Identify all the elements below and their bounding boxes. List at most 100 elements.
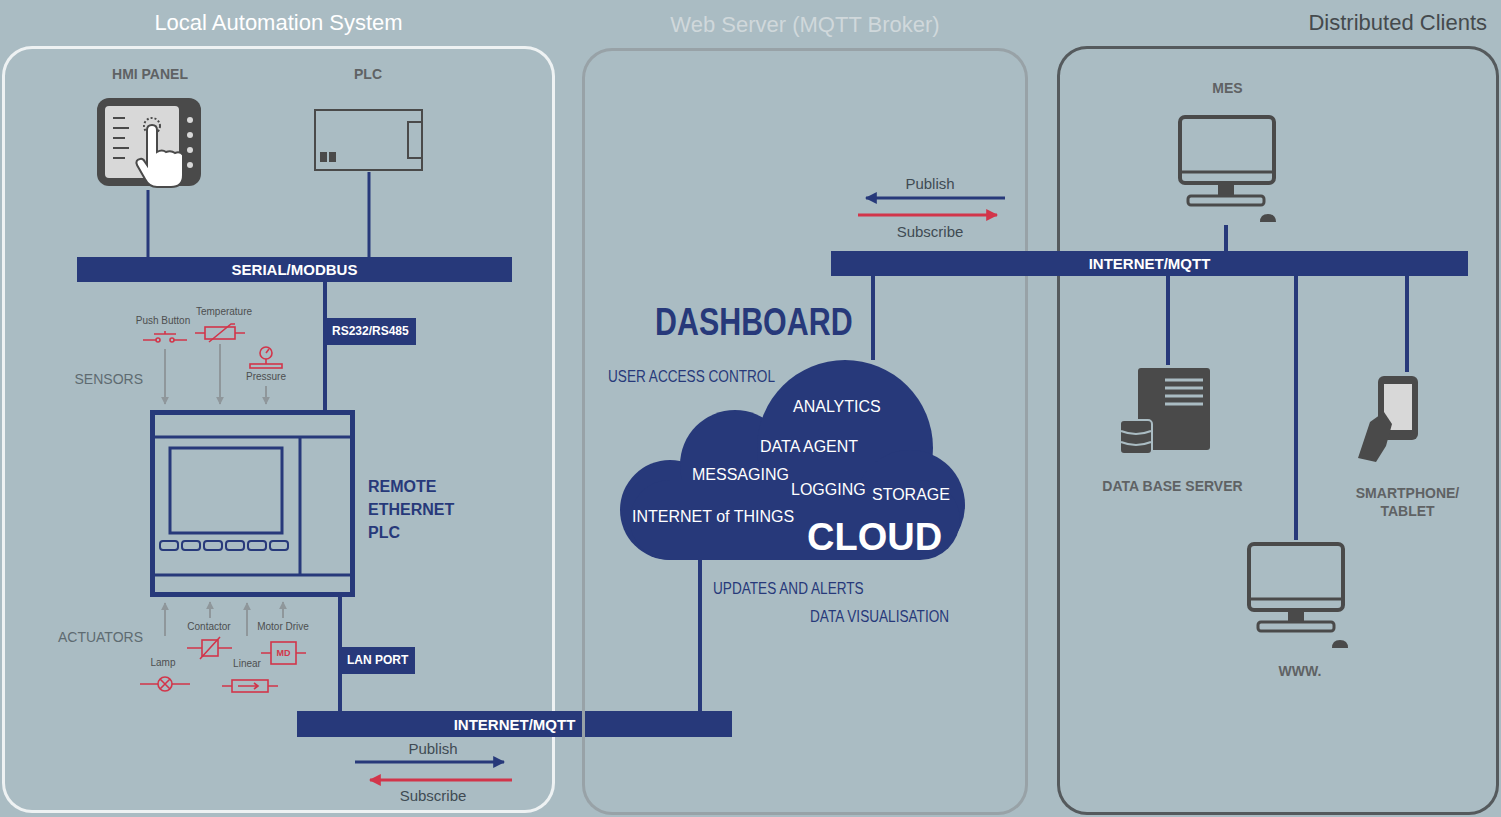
annotation-label: Publish xyxy=(905,175,954,192)
signal-arrows xyxy=(164,349,166,404)
node-label: STORAGE xyxy=(872,486,950,504)
www-computer-icon xyxy=(1258,622,1334,631)
www-computer-icon xyxy=(1288,612,1304,621)
www-computer-icon xyxy=(1249,544,1343,610)
subscribe-arrow xyxy=(370,780,512,781)
symbol-label: Pressure xyxy=(246,371,286,383)
device-icon: SMARTPHONE/ TABLET xyxy=(1340,372,1475,520)
signal-arrows xyxy=(209,602,211,618)
bus-connector xyxy=(368,172,371,257)
mes-computer-icon xyxy=(1180,117,1276,222)
node-label: REMOTE ETHERNET PLC xyxy=(368,475,458,544)
actuator-symbols xyxy=(140,637,306,692)
database-server-icon xyxy=(1120,368,1210,454)
subscribe-arrow xyxy=(370,779,512,782)
sensor-symbols xyxy=(195,324,245,342)
node-label: INTERNET/MQTT xyxy=(1089,255,1211,272)
bus-connector xyxy=(1166,276,1170,365)
remote-plc-detail xyxy=(155,437,350,575)
cloud-outline xyxy=(630,480,960,560)
node-label: DATA BASE SERVER xyxy=(1090,478,1255,496)
cloud-shape: ANALYTICSDATA AGENTMESSAGINGLOGGINGSTORA… xyxy=(610,360,975,560)
node-label: INTERNET of THINGS xyxy=(632,508,794,526)
device-icon: MES xyxy=(1170,80,1285,225)
sensor-symbols xyxy=(250,364,282,368)
node-label: Distributed Clients xyxy=(1057,10,1499,36)
bus-connector xyxy=(1294,276,1298,540)
symbol-label: Push Button xyxy=(136,315,190,327)
sensor-symbols xyxy=(143,324,282,368)
signal-arrows xyxy=(246,603,248,636)
annotation-label: Publish xyxy=(408,740,457,757)
annotation-label: DATA VISUALISATION xyxy=(810,608,949,626)
node-label: LOGGING xyxy=(791,481,866,499)
hmi-panel-icon xyxy=(113,118,129,158)
remote-plc-detail xyxy=(270,541,288,550)
device-icon: WWW. xyxy=(1235,540,1365,680)
connection-tag: LAN PORT xyxy=(340,647,415,674)
bus-connector xyxy=(871,276,875,360)
publish-arrow xyxy=(866,197,1005,200)
hmi-panel-icon xyxy=(97,98,201,186)
symbol-label: Temperature xyxy=(196,306,252,318)
bus-connector xyxy=(1224,225,1228,251)
actuator-symbols xyxy=(271,642,296,664)
publish-arrow xyxy=(355,761,504,764)
signal-arrows xyxy=(165,344,283,636)
node-label: PLC xyxy=(313,66,423,84)
node-label: ANALYTICS xyxy=(793,398,881,416)
remote-plc-box: REMOTE ETHERNET PLC xyxy=(150,410,355,597)
plc-icon xyxy=(329,152,336,162)
subscribe-arrow xyxy=(858,214,997,217)
bus-connector xyxy=(147,190,150,257)
node-label: DATA AGENT xyxy=(760,438,858,456)
mes-computer-icon xyxy=(1218,185,1234,195)
annotation-label: Subscribe xyxy=(897,223,964,240)
bus-connector xyxy=(1405,276,1409,372)
node-label: SMARTPHONE/ TABLET xyxy=(1340,485,1475,520)
mes-computer-icon xyxy=(1182,171,1272,174)
network-bus: SERIAL/MODBUS xyxy=(77,257,512,282)
bus-connector xyxy=(698,560,702,711)
remote-plc-detail xyxy=(160,541,178,550)
node-label: MES xyxy=(1170,80,1285,98)
node-label: INTERNET/MQTT xyxy=(454,716,576,733)
annotation-label: DASHBOARD xyxy=(655,303,853,341)
remote-plc-detail xyxy=(170,448,282,533)
remote-plc-detail xyxy=(155,437,350,575)
plc-icon xyxy=(315,110,422,170)
node-label: WWW. xyxy=(1235,663,1365,681)
node-label: Local Automation System xyxy=(2,10,555,36)
annotation-label: UPDATES AND ALERTS xyxy=(713,580,864,598)
subscribe-arrow xyxy=(858,215,997,216)
hmi-panel-icon xyxy=(187,147,193,153)
system-panel: HMI PANEL PLC SERIAL/MODBUS REMOTE ETHERNET… xyxy=(2,46,555,813)
database-server-icon xyxy=(1120,420,1152,454)
signal-arrows xyxy=(265,386,267,404)
device-icon: PLC xyxy=(313,66,423,172)
hmi-panel-icon xyxy=(136,125,183,187)
annotation-label: USER ACCESS CONTROL xyxy=(608,368,775,386)
database-server-icon xyxy=(1121,431,1151,445)
symbol-label: Lamp xyxy=(150,657,175,669)
system-panel: ANALYTICSDATA AGENTMESSAGINGLOGGINGSTORA… xyxy=(582,48,1028,815)
node-label: SERIAL/MODBUS xyxy=(232,261,358,278)
node-label: CLOUD xyxy=(807,518,942,556)
tablet-icon xyxy=(1358,412,1392,462)
signal-arrows xyxy=(282,602,284,618)
signal-arrows xyxy=(219,344,221,404)
device-icon: HMI PANEL xyxy=(95,66,205,190)
remote-plc-detail xyxy=(182,541,200,550)
hmi-panel-icon xyxy=(187,162,193,168)
symbol-label: MD xyxy=(277,648,291,658)
sensor-symbols xyxy=(266,349,269,364)
plc-icon xyxy=(408,122,422,158)
remote-plc-detail xyxy=(248,541,266,550)
network-bus: INTERNET/MQTT xyxy=(831,251,1468,276)
connection-tag: RS232/RS485 xyxy=(325,318,416,345)
plc-icon xyxy=(315,110,422,170)
device-icon: DATA BASE SERVER xyxy=(1090,365,1255,495)
